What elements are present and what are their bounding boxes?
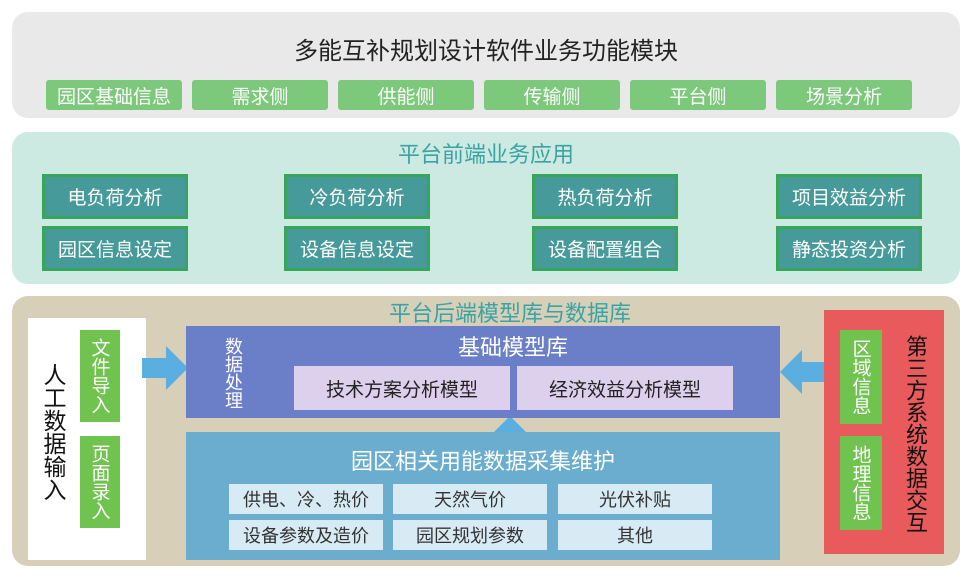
- manual-input-label: 人工数据输入: [39, 363, 65, 501]
- frontend-box-equipment-config: 设备配置组合: [532, 226, 678, 271]
- collection-item-energy-price: 供电、冷、热价: [229, 484, 383, 514]
- backend-title: 平台后端模型库与数据库: [388, 302, 631, 327]
- technical-model-box: 技术方案分析模型: [294, 366, 510, 410]
- frontend-box-electric-load: 电负荷分析: [42, 174, 188, 219]
- module-tag-park-info: 园区基础信息: [46, 80, 182, 110]
- economic-model-box: 经济效益分析模型: [517, 366, 733, 410]
- file-import-box: 文件导入: [80, 330, 120, 422]
- frontend-box-project-benefit: 项目效益分析: [776, 174, 922, 219]
- frontend-box-park-settings: 园区信息设定: [42, 226, 188, 271]
- module-tag-scenario-analysis: 场景分析: [776, 80, 912, 110]
- geo-info-box: 地理信息: [840, 436, 882, 530]
- frontend-box-equipment-settings: 设备信息设定: [284, 226, 430, 271]
- frontend-box-cooling-load: 冷负荷分析: [284, 174, 430, 219]
- arrow-left-icon: [780, 350, 824, 394]
- third-party-label: 第三方系统数据交互: [902, 335, 927, 533]
- arrow-up-icon: [490, 416, 530, 436]
- base-model-library-title: 基础模型库: [457, 336, 568, 361]
- frontend-title: 平台前端业务应用: [397, 143, 574, 168]
- data-collection-title: 园区相关用能数据采集维护: [350, 450, 615, 475]
- frontend-box-static-investment: 静态投资分析: [776, 226, 922, 271]
- data-processing-label: 数据处理: [222, 337, 243, 409]
- collection-item-other: 其他: [558, 520, 712, 550]
- module-tag-transmission-side: 传输侧: [484, 80, 620, 110]
- functional-modules-title: 多能互补规划设计软件业务功能模块: [294, 36, 678, 65]
- module-tag-demand-side: 需求侧: [192, 80, 328, 110]
- region-info-box: 区域信息: [840, 330, 882, 424]
- collection-item-equipment-params: 设备参数及造价: [229, 520, 383, 550]
- module-tag-supply-side: 供能侧: [338, 80, 474, 110]
- frontend-box-heat-load: 热负荷分析: [532, 174, 678, 219]
- collection-item-gas-price: 天然气价: [393, 484, 547, 514]
- collection-item-pv-subsidy: 光伏补贴: [558, 484, 712, 514]
- module-tag-platform-side: 平台侧: [630, 80, 766, 110]
- collection-item-planning-params: 园区规划参数: [393, 520, 547, 550]
- page-entry-box: 页面录入: [80, 436, 120, 528]
- arrow-right-icon: [142, 346, 188, 390]
